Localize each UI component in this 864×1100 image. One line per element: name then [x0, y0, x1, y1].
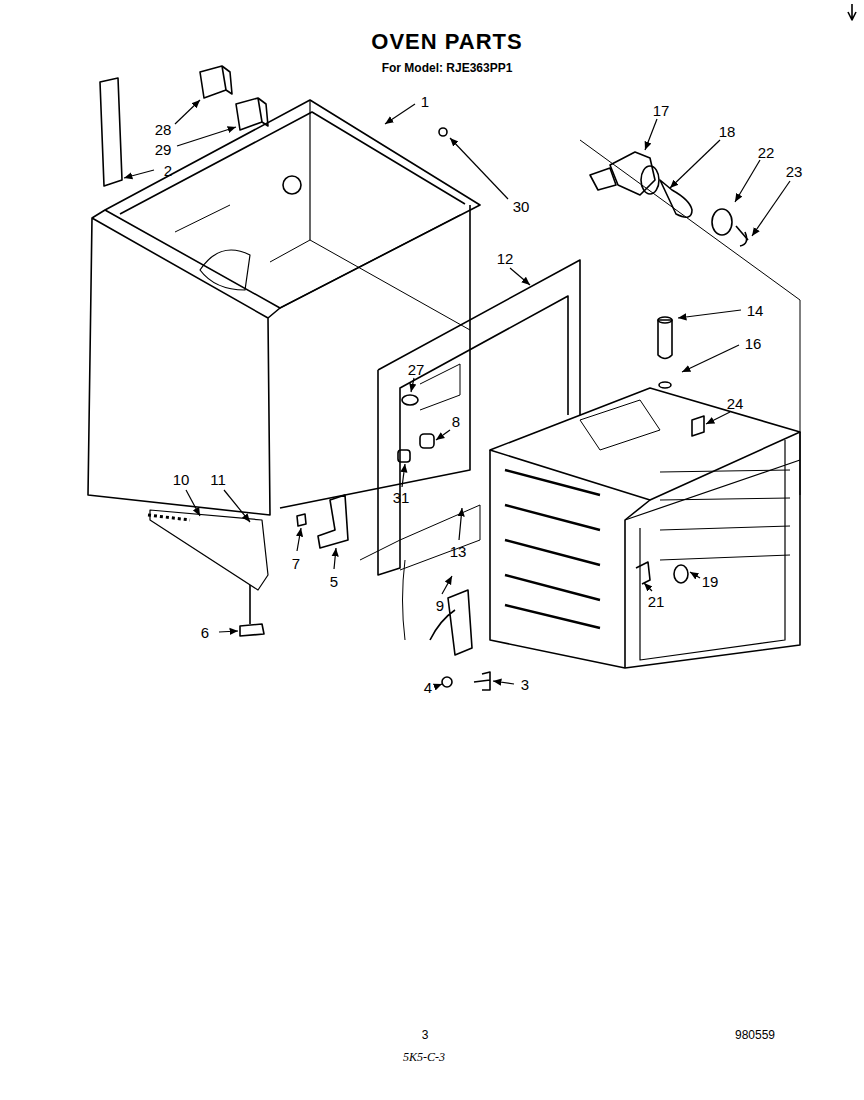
callout-number: 16 [745, 336, 762, 351]
callout-number: 6 [201, 625, 209, 640]
callout-number: 19 [702, 574, 719, 589]
callout-number: 3 [521, 677, 529, 692]
model-subtitle: For Model: RJE363PP1 [382, 62, 513, 74]
callout-number: 13 [450, 544, 467, 559]
document-number: 980559 [735, 1029, 775, 1041]
callout-number: 10 [173, 472, 190, 487]
callout-number: 17 [653, 103, 670, 118]
diagram-title: OVEN PARTS [371, 31, 522, 53]
handwritten-note: 5K5-C-3 [403, 1051, 445, 1063]
callout-number: 24 [727, 396, 744, 411]
callout-number: 8 [452, 414, 460, 429]
callout-number: 22 [758, 145, 775, 160]
callout-number: 30 [513, 199, 530, 214]
page-number: 3 [422, 1029, 429, 1041]
callout-number: 2 [164, 163, 172, 178]
callout-number: 5 [330, 574, 338, 589]
callout-number: 28 [155, 122, 172, 137]
callout-number: 27 [408, 362, 425, 377]
callout-number: 31 [393, 490, 410, 505]
callout-number: 12 [497, 251, 514, 266]
callout-number: 11 [210, 472, 226, 487]
callout-number: 21 [648, 594, 665, 609]
callout-number: 7 [292, 556, 300, 571]
callout-number: 14 [747, 303, 764, 318]
callout-number: 18 [719, 124, 736, 139]
callout-number: 4 [424, 680, 432, 695]
callout-number: 1 [421, 94, 429, 109]
callout-number: 23 [786, 164, 803, 179]
callout-number: 9 [436, 598, 444, 613]
callout-number: 29 [155, 142, 172, 157]
